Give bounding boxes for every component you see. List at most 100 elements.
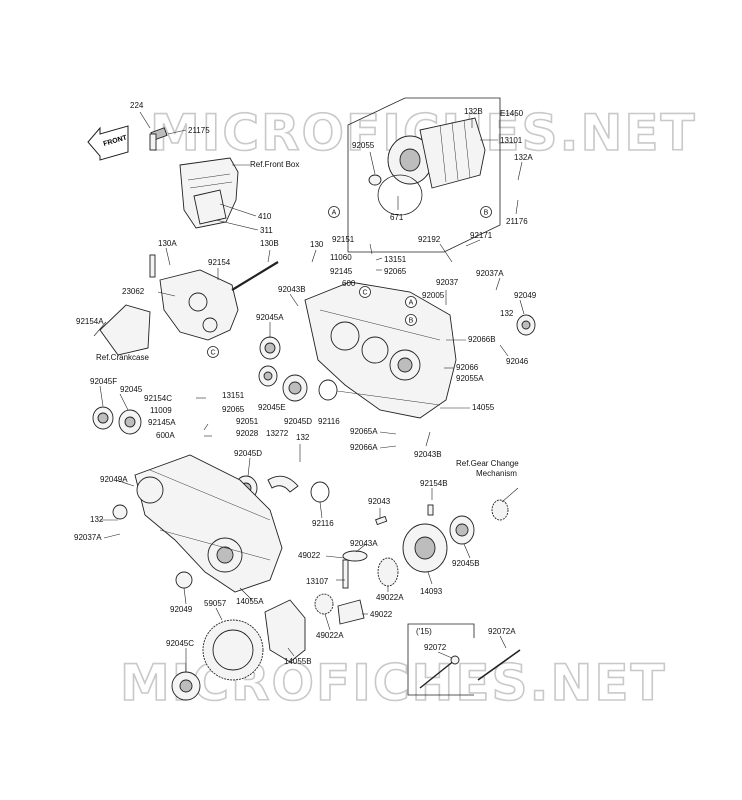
label-410: 410 — [258, 212, 272, 221]
label-13107: 13107 — [306, 577, 329, 586]
label-92055A: 92055A — [456, 374, 484, 383]
label-13272: 13272 — [266, 429, 289, 438]
label-92116-lower: 92116 — [312, 519, 334, 528]
callout-c-2: C — [207, 346, 219, 358]
front-arrow-icon: FRONT — [87, 125, 129, 161]
svg-text:C: C — [210, 350, 215, 357]
label-13101: 13101 — [500, 136, 523, 145]
callout-a-1: A — [328, 206, 340, 218]
label-92043A: 92043A — [350, 539, 378, 548]
label-49022A-right: 49022A — [376, 593, 404, 602]
label-92145: 92145 — [330, 267, 353, 276]
label-92043: 92043 — [368, 497, 391, 506]
label-92037A: 92037A — [476, 269, 504, 278]
label-132-mid: 132 — [296, 433, 310, 442]
label-600: 600 — [342, 279, 356, 288]
label-14093: 14093 — [420, 587, 443, 596]
gears-differential — [171, 499, 509, 701]
label-E1450: E1450 — [500, 109, 524, 118]
label-59057: 59057 — [204, 599, 227, 608]
label-92065A: 92065A — [350, 427, 378, 436]
label-92045B: 92045B — [452, 559, 480, 568]
label-92028: 92028 — [236, 429, 259, 438]
label-92072: 92072 — [424, 643, 447, 652]
label-49022A-bottom: 49022A — [316, 631, 344, 640]
label-14055A: 14055A — [236, 597, 264, 606]
part-labels: 224 21175 Ref.Front Box 410 311 132B E14… — [74, 101, 537, 666]
label-21175: 21175 — [188, 126, 210, 135]
label-49022-bottom: 49022 — [370, 610, 393, 619]
callout-c-1: C — [359, 286, 371, 298]
year-2015-box — [407, 623, 521, 696]
watermark-bottom: MICROFICHES.NET — [120, 654, 667, 712]
label-92037: 92037 — [436, 278, 459, 287]
label-92037A-left: 92037A — [74, 533, 102, 542]
label-92049-bottom: 92049 — [170, 605, 193, 614]
label-92049A: 92049A — [100, 475, 128, 484]
label-year-2015: ('15) — [416, 627, 432, 636]
label-92066: 92066 — [456, 363, 479, 372]
label-92045C: 92045C — [166, 639, 194, 648]
label-ref-front-box: Ref.Front Box — [250, 160, 299, 169]
svg-text:B: B — [409, 318, 414, 325]
svg-text:A: A — [332, 210, 337, 217]
starter-motor-box — [347, 97, 501, 253]
svg-text:A: A — [409, 300, 414, 307]
label-11009: 11009 — [150, 406, 172, 415]
label-92154A: 92154A — [76, 317, 104, 326]
label-92066B: 92066B — [468, 335, 496, 344]
label-92154C: 92154C — [144, 394, 172, 403]
label-92045D-upper: 92045D — [284, 417, 312, 426]
label-130A: 130A — [158, 239, 177, 248]
label-92154: 92154 — [208, 258, 231, 267]
svg-text:C: C — [362, 290, 367, 297]
label-92043B: 92043B — [278, 285, 306, 294]
label-11060: 11060 — [330, 253, 352, 262]
leader-lines — [93, 111, 525, 672]
label-92151: 92151 — [332, 235, 355, 244]
label-ref-crankcase: Ref.Crankcase — [96, 353, 149, 362]
label-92046: 92046 — [506, 357, 529, 366]
label-ref-gear-change-1: Ref.Gear Change — [456, 459, 519, 468]
callout-b-2: B — [405, 314, 417, 326]
label-132-left: 132 — [90, 515, 104, 524]
label-13151-upper: 13151 — [384, 255, 407, 264]
label-92045F: 92045F — [90, 377, 117, 386]
label-92051: 92051 — [236, 417, 259, 426]
label-92045E: 92045E — [258, 403, 286, 412]
label-92065-upper: 92065 — [384, 267, 407, 276]
label-21176: 21176 — [506, 217, 528, 226]
label-ref-gear-change-2: Mechanism — [476, 469, 517, 478]
upper-case-14055 — [304, 281, 457, 419]
label-92055: 92055 — [352, 141, 375, 150]
label-92171: 92171 — [470, 231, 493, 240]
label-600A: 600A — [156, 431, 175, 440]
label-92065-lower: 92065 — [222, 405, 245, 414]
label-92005: 92005 — [422, 291, 445, 300]
label-92154B: 92154B — [420, 479, 448, 488]
label-311: 311 — [260, 226, 273, 235]
label-14055: 14055 — [472, 403, 495, 412]
label-132-right: 132 — [500, 309, 514, 318]
front-box-assembly — [149, 127, 239, 229]
svg-text:B: B — [484, 210, 489, 217]
label-14055B: 14055B — [284, 657, 312, 666]
callout-b-1: B — [480, 206, 492, 218]
callout-a-2: A — [405, 296, 417, 308]
label-92045D-lower: 92045D — [234, 449, 262, 458]
label-671: 671 — [390, 213, 404, 222]
label-92045: 92045 — [120, 385, 143, 394]
label-92072A: 92072A — [488, 627, 516, 636]
label-92192: 92192 — [418, 235, 441, 244]
label-92049-right: 92049 — [514, 291, 537, 300]
lower-case-14055A — [134, 454, 283, 593]
bracket-23062 — [99, 254, 279, 356]
label-13151-lower: 13151 — [222, 391, 245, 400]
label-132A: 132A — [514, 153, 533, 162]
label-49022-left: 49022 — [298, 551, 321, 560]
label-92043B-lower: 92043B — [414, 450, 442, 459]
label-23062: 23062 — [122, 287, 145, 296]
label-130B: 130B — [260, 239, 279, 248]
label-92066A: 92066A — [350, 443, 378, 452]
label-224: 224 — [130, 101, 144, 110]
